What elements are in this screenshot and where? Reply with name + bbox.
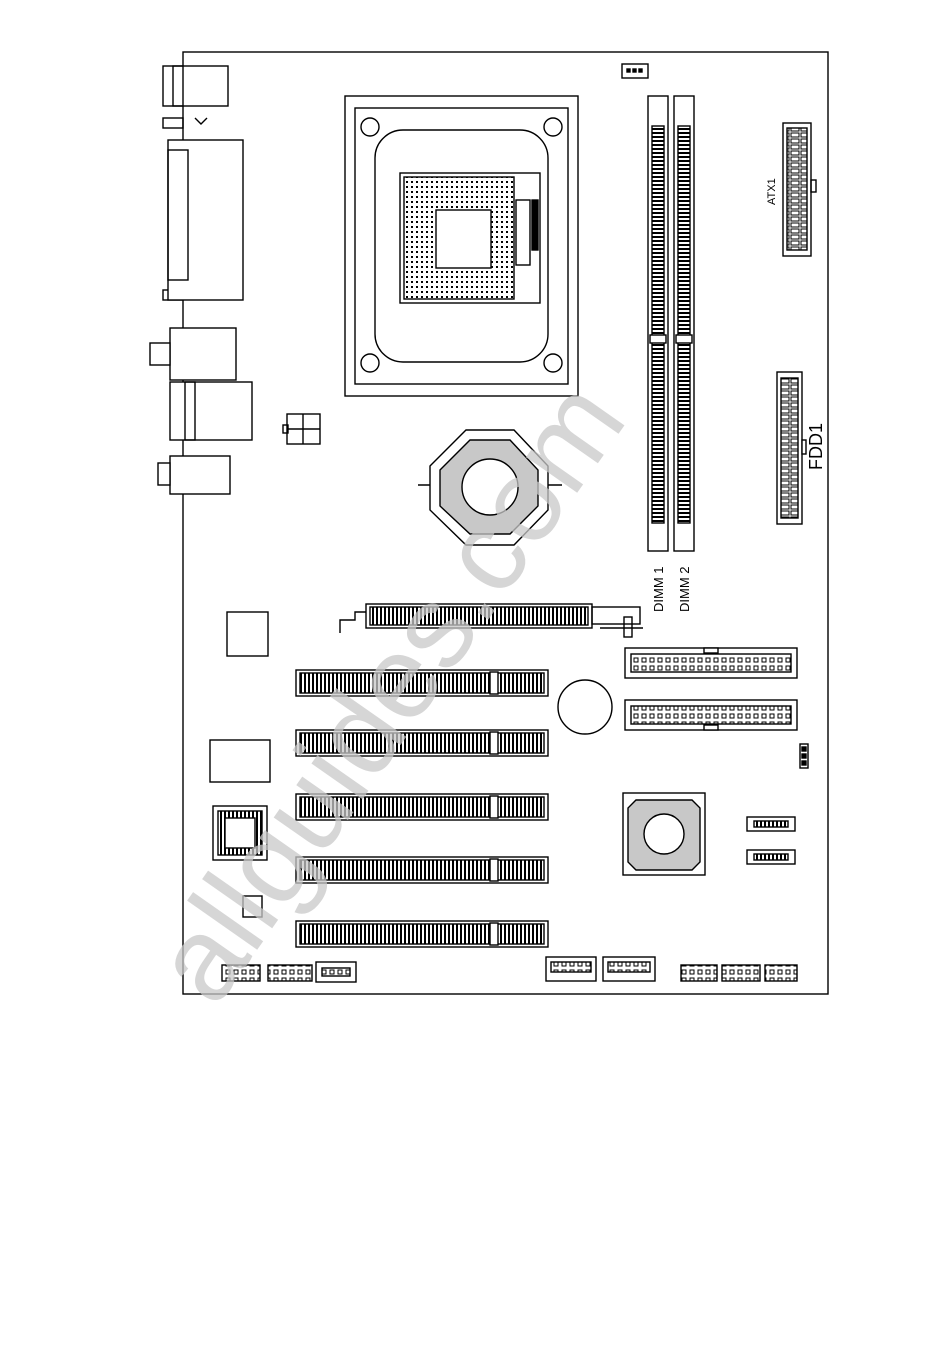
cmos-battery (558, 680, 612, 734)
audio-jack (158, 456, 230, 494)
front-panel-header (681, 965, 797, 981)
dimm2-slot (674, 96, 694, 551)
southbridge-chip (623, 793, 705, 875)
cd-in-header (316, 962, 356, 982)
clock-generator-chip (227, 612, 268, 656)
fdd1-label: FDD1 (806, 423, 826, 470)
floppy-connector (777, 372, 806, 524)
ide2-connector (625, 700, 797, 730)
usb-header-2 (603, 957, 655, 981)
sata1-connector (747, 817, 795, 831)
parallel-port (163, 118, 243, 300)
dimm2-label: DIMM 2 (677, 567, 692, 613)
ide1-connector (625, 648, 797, 678)
audio-usb-port (150, 328, 236, 380)
pci-slot-5 (296, 921, 548, 947)
jumper (800, 744, 808, 768)
dimm1-slot (648, 96, 668, 551)
usb-header-1 (546, 957, 596, 981)
atx-12v-connector (283, 414, 320, 444)
lan-usb-port (170, 382, 252, 440)
cpu-socket (345, 96, 578, 396)
atx1-label: ATX1 (766, 178, 778, 205)
dimm1-label: DIMM 1 (651, 567, 666, 613)
sata2-connector (747, 850, 795, 864)
ps2-port (163, 66, 228, 106)
atx-power-connector (783, 123, 816, 256)
